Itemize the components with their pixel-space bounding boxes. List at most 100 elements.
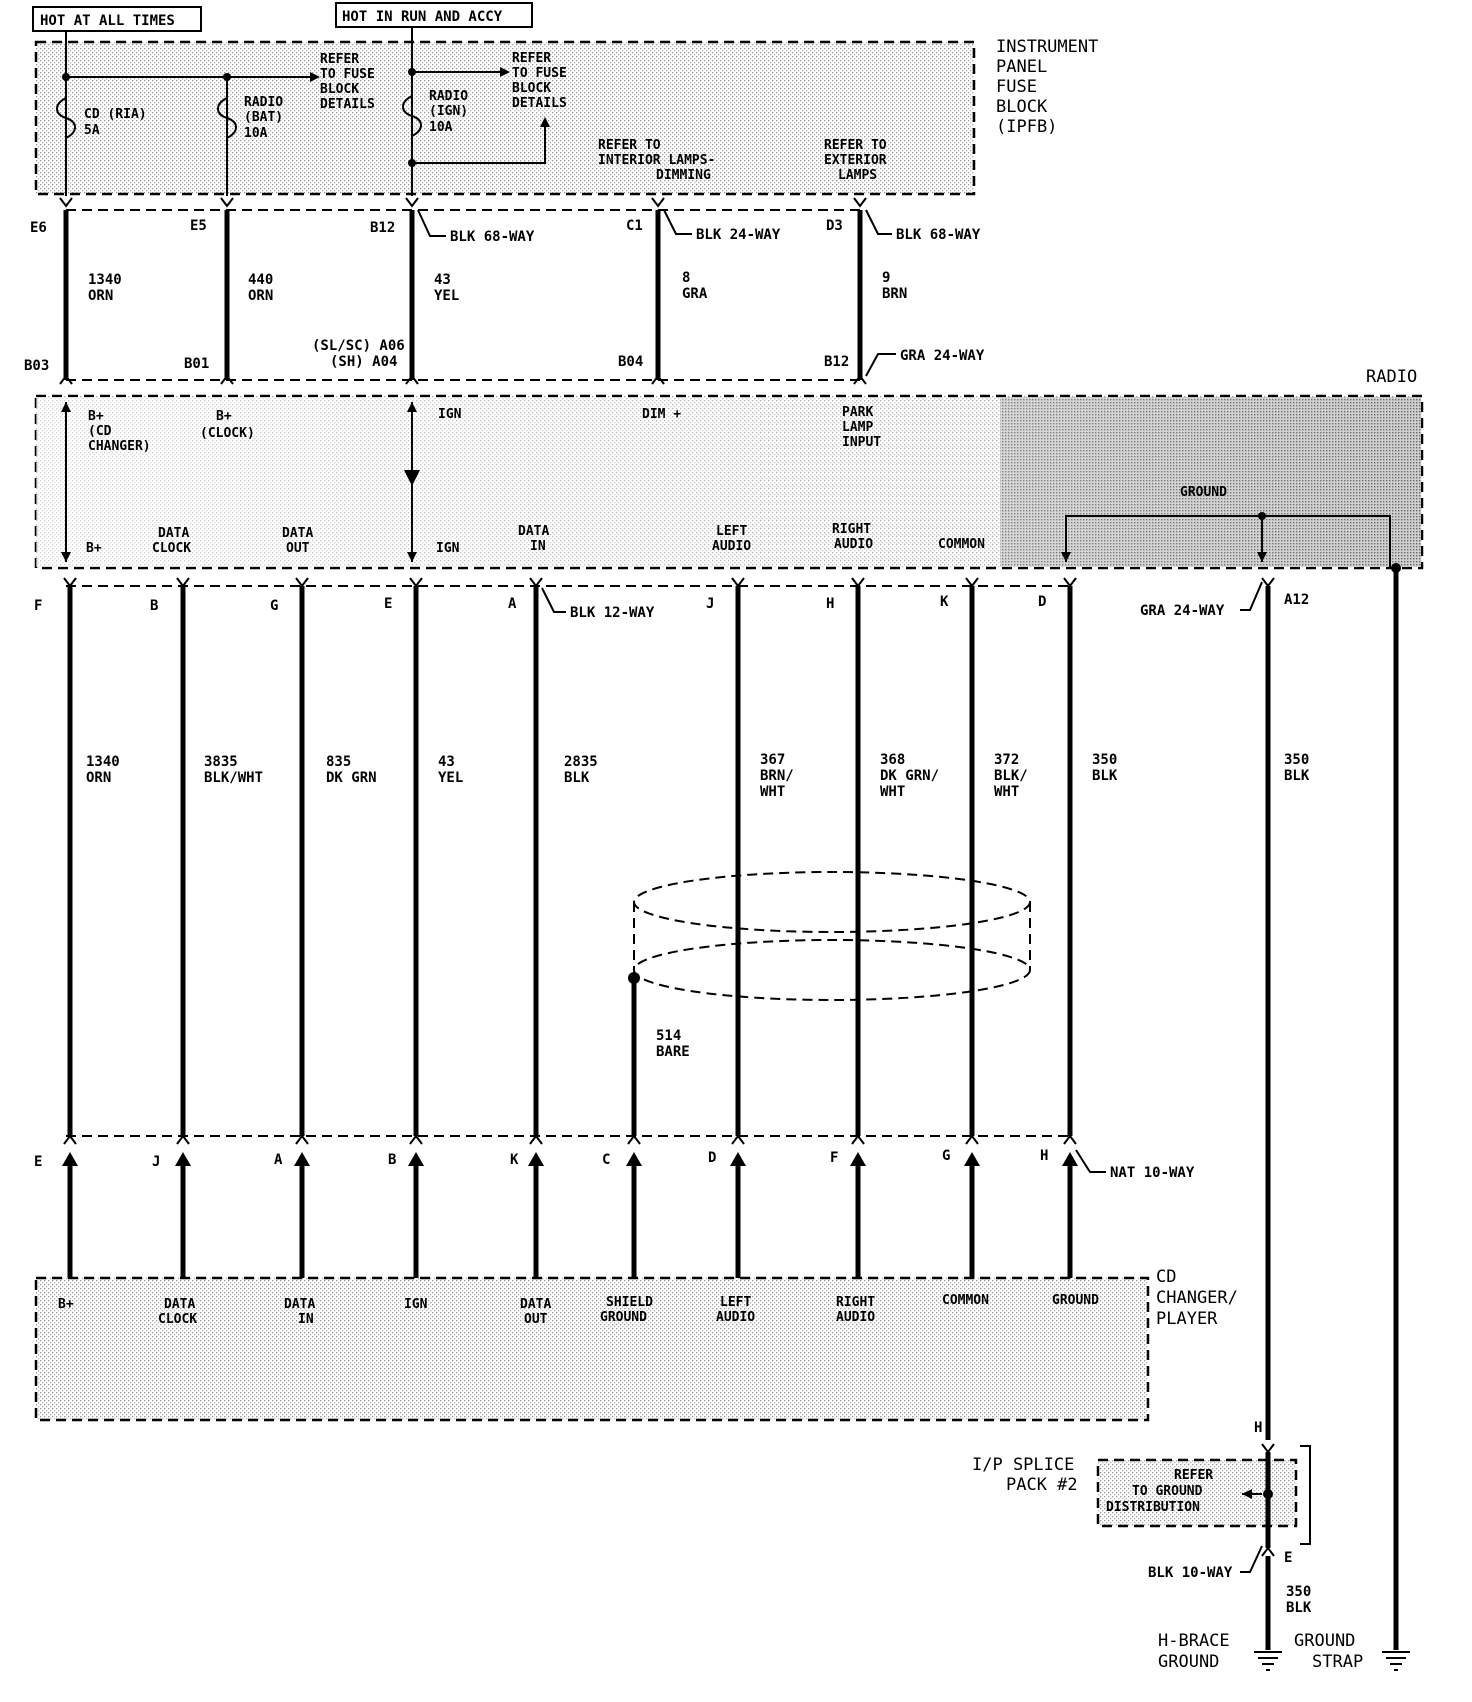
pin-k-radio: K (940, 594, 949, 610)
cd-left-audio: LEFT (720, 1295, 751, 1310)
svg-text:(CLOCK): (CLOCK) (200, 426, 255, 441)
h-brace-ground-label-2: GROUND (1158, 1652, 1219, 1672)
cd-shield-ground: SHIELD (606, 1295, 653, 1310)
pin-e-cd: E (34, 1154, 42, 1170)
pin-d-cd: D (708, 1150, 716, 1166)
splice-title-2: PACK #2 (1006, 1475, 1078, 1495)
pin-c-cd: C (602, 1152, 610, 1168)
wire-label-350-hbrace: 350 (1286, 1584, 1311, 1600)
svg-text:CHANGER): CHANGER) (88, 439, 151, 454)
radio-common: COMMON (938, 537, 985, 552)
h-brace-ground: H-BRACE GROUND (1158, 1631, 1282, 1672)
svg-text:DISTRIBUTION: DISTRIBUTION (1106, 1500, 1200, 1515)
svg-text:INPUT: INPUT (842, 435, 881, 450)
middle-wire-section: F B G E A J H K D A12 BLK 12-WAY GRA 24-… (34, 563, 1401, 1650)
pin-g-radio: G (270, 598, 278, 614)
wire-label-367: 367 (760, 752, 785, 768)
radio-park-lamp: PARK (842, 405, 873, 420)
pin-a-cd: A (274, 1152, 283, 1168)
svg-text:DETAILS: DETAILS (320, 97, 375, 112)
conn-blk-12-way: BLK 12-WAY (570, 605, 655, 621)
splice-pack: H I/P SPLICE PACK #2 REFER TO GROUND DIS… (972, 1420, 1312, 1650)
pin-c1: C1 (626, 218, 643, 234)
pin-b12-top: B12 (370, 220, 395, 236)
svg-text:DK GRN/: DK GRN/ (880, 768, 939, 784)
svg-text:ORN: ORN (88, 288, 113, 304)
svg-text:BRN: BRN (882, 286, 907, 302)
pin-e5: E5 (190, 218, 207, 234)
svg-text:(IGN): (IGN) (429, 104, 468, 119)
radio-ign-top: IGN (438, 407, 462, 422)
conn-nat-10-way: NAT 10-WAY (1110, 1165, 1195, 1181)
wire-label-372: 372 (994, 752, 1019, 768)
conn-gra-24-way-1: GRA 24-WAY (900, 348, 985, 364)
ground-symbol-icon (1382, 1651, 1410, 1671)
cd-ground: GROUND (1052, 1293, 1099, 1308)
svg-text:DETAILS: DETAILS (512, 96, 567, 111)
cd-data-out: DATA (520, 1297, 551, 1312)
cd-changer-title-2: CHANGER/ (1156, 1288, 1238, 1308)
radio-bplus-cd: B+ (88, 409, 104, 424)
ground-strap-label-2: STRAP (1312, 1652, 1363, 1672)
refer-interior-lamps: REFER TO (598, 138, 661, 153)
ipfb-title-1: INSTRUMENT (996, 37, 1098, 57)
svg-text:IN: IN (530, 539, 546, 554)
splice-refer: REFER (1174, 1468, 1213, 1483)
cd-changer-title-3: PLAYER (1156, 1309, 1218, 1329)
hot-at-all-times-label: HOT AT ALL TIMES (40, 13, 175, 29)
svg-text:OUT: OUT (286, 541, 310, 556)
radio-title: RADIO (1366, 367, 1417, 387)
svg-text:TO FUSE: TO FUSE (512, 66, 567, 81)
wire-label-43: 43 (434, 272, 451, 288)
cd-ign: IGN (404, 1297, 428, 1312)
svg-text:YEL: YEL (438, 770, 463, 786)
ipfb-title-4: BLOCK (996, 97, 1048, 117)
conn-gra-24-way-2: GRA 24-WAY (1140, 603, 1225, 619)
svg-text:BLOCK: BLOCK (320, 82, 359, 97)
wire-label-1340: 1340 (88, 272, 122, 288)
cd-connector-arrows (62, 1152, 1078, 1278)
svg-text:10A: 10A (429, 120, 453, 135)
radio-ign-bottom: IGN (436, 541, 460, 556)
svg-text:BLOCK: BLOCK (512, 81, 551, 96)
svg-text:TO GROUND: TO GROUND (1132, 1484, 1203, 1499)
fuse-cd-label: CD (RIA) (84, 107, 147, 122)
svg-text:EXTERIOR: EXTERIOR (824, 153, 887, 168)
wire-label-440: 440 (248, 272, 273, 288)
wire-label-835: 835 (326, 754, 351, 770)
ground-strap-label-1: GROUND (1294, 1631, 1355, 1651)
splice-pin-h: H (1254, 1420, 1262, 1436)
svg-text:IN: IN (298, 1312, 314, 1327)
cd-right-audio: RIGHT (836, 1295, 875, 1310)
pin-e-radio: E (384, 596, 392, 612)
svg-text:AUDIO: AUDIO (836, 1310, 875, 1325)
wire-label-368: 368 (880, 752, 905, 768)
hot-in-run-box: HOT IN RUN AND ACCY (335, 2, 533, 28)
ipfb-block: INSTRUMENT PANEL FUSE BLOCK (IPFB) CD (R… (34, 27, 1098, 196)
option-sl-sc: (SL/SC) A06 (312, 338, 405, 354)
svg-text:GRA: GRA (682, 286, 708, 302)
svg-text:AUDIO: AUDIO (834, 537, 873, 552)
wire-label-350-radio: 350 (1092, 752, 1117, 768)
svg-text:BLK/WHT: BLK/WHT (204, 770, 263, 786)
ground-strap: GROUND STRAP (1294, 1631, 1410, 1672)
cd-data-clock: DATA (164, 1297, 195, 1312)
svg-text:BLK: BLK (1092, 768, 1118, 784)
radio-dim: DIM + (642, 407, 681, 422)
wire-label-2835: 2835 (564, 754, 598, 770)
svg-text:10A: 10A (244, 126, 268, 141)
svg-text:AUDIO: AUDIO (712, 539, 751, 554)
cd-common: COMMON (942, 1293, 989, 1308)
upper-wire-section: E6 E5 B12 C1 D3 BLK 68-WAY BLK 24-WAY BL… (24, 197, 985, 385)
ipfb-title-2: PANEL (996, 57, 1047, 77)
wire-label-43-lower: 43 (438, 754, 455, 770)
svg-text:LAMPS: LAMPS (838, 168, 877, 183)
conn-blk-68-way-2: BLK 68-WAY (896, 227, 981, 243)
radio-left-audio: LEFT (716, 524, 747, 539)
svg-text:WHT: WHT (760, 784, 785, 800)
radio-right-audio: RIGHT (832, 522, 871, 537)
option-sh: (SH) A04 (330, 354, 397, 370)
refer-fuse-2: REFER (512, 51, 551, 66)
ipfb-title-3: FUSE (996, 77, 1037, 97)
